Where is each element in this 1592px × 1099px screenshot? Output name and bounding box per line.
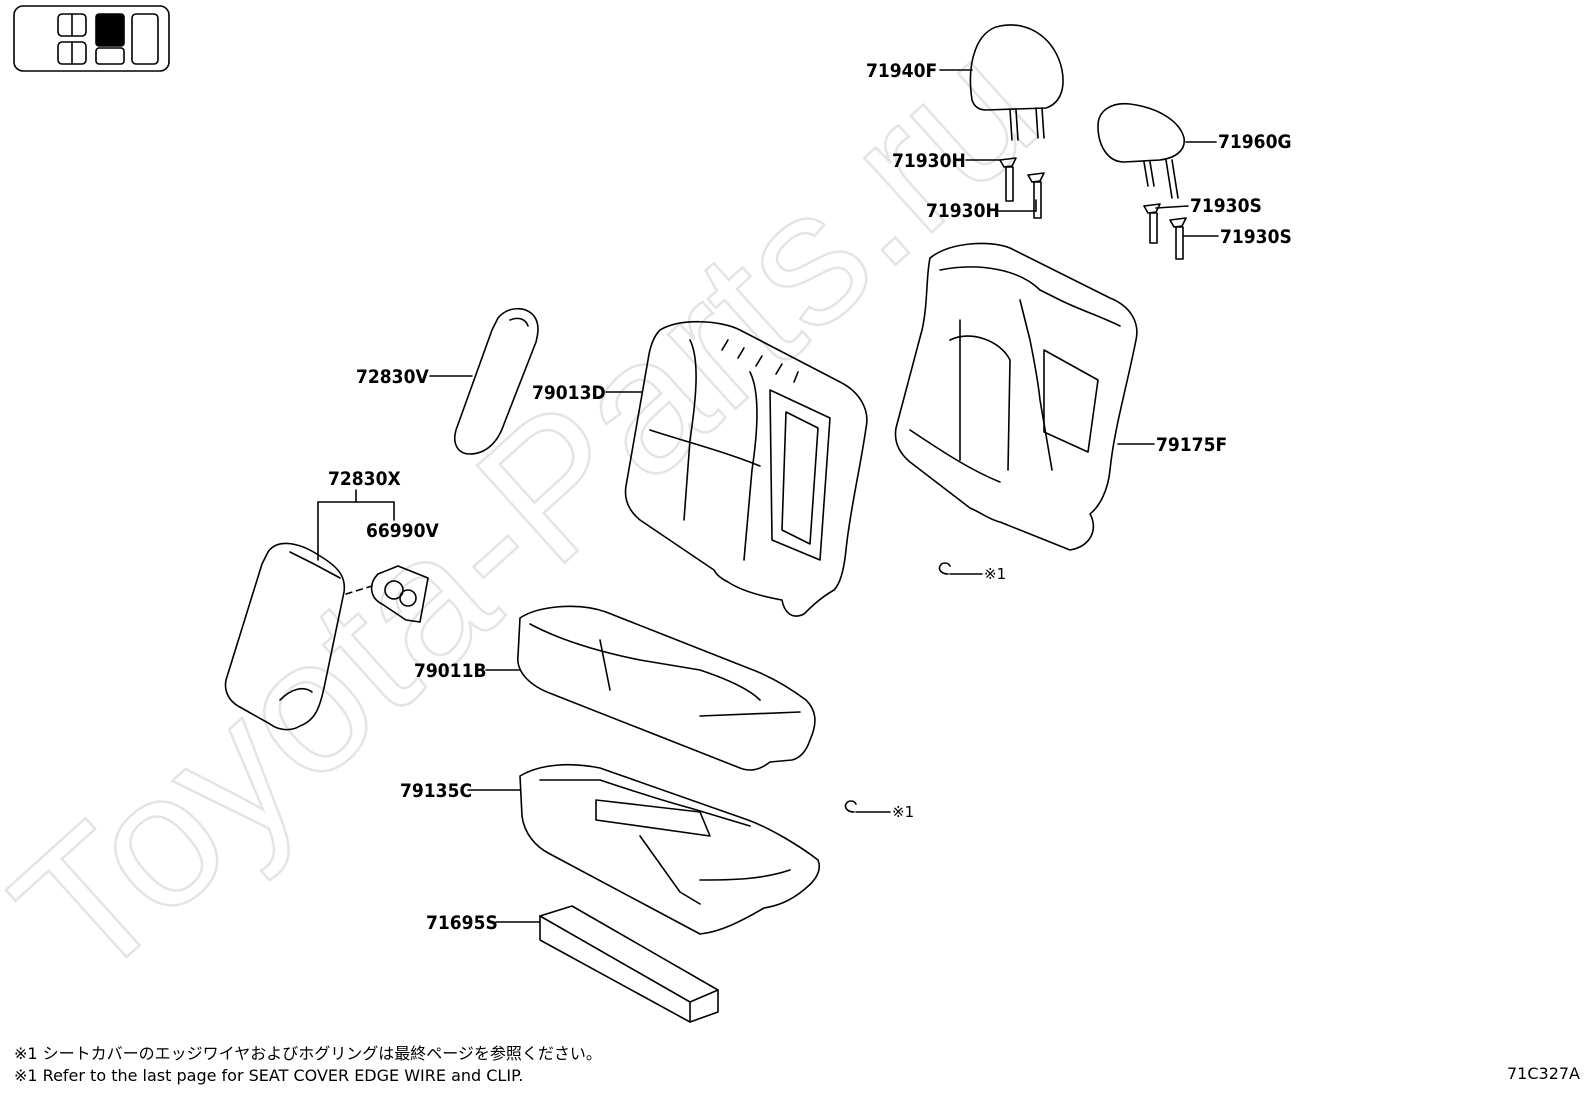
label-71930s-b: 71930S [1220,226,1292,248]
footnote-en: ※1 Refer to the last page for SEAT COVER… [14,1066,524,1085]
headrest-guide-71930h[interactable] [999,157,1045,219]
headrest-guide-71930s[interactable] [1143,203,1187,260]
label-79011b: 79011B [414,660,487,682]
label-71930h-a: 71930H [892,150,966,172]
label-79175f: 79175F [1156,434,1227,456]
ref-label-2: ※1 [892,803,914,821]
armrest-assy-72830x[interactable] [224,542,346,731]
cup-holder-66990v[interactable] [345,565,429,623]
seat-cushion-pad-79135c[interactable] [519,763,821,935]
seat-pad-71695s[interactable] [539,905,719,1023]
label-71940f: 71940F [866,60,937,82]
diagram-code: 71C327A [1506,1064,1580,1083]
clip-reference-symbol [844,562,983,813]
seat-cushion-cover-79011b[interactable] [517,605,816,771]
label-71930s-a: 71930S [1190,195,1262,217]
seatback-cover-79013d[interactable] [624,320,868,617]
label-71930h-b: 71930H [926,200,1000,222]
part-labels: 71940F 71930H 71930H 71960G 71930S 71930… [328,60,1292,934]
ref-label-1: ※1 [984,565,1006,583]
seat-position-icon [13,5,170,72]
headrest-71940f[interactable] [969,24,1064,141]
label-71960g: 71960G [1218,131,1292,153]
leader-lines [317,69,1219,923]
armrest-cover-72830v[interactable] [454,307,539,455]
label-79135c: 79135C [400,780,472,802]
label-79013d: 79013D [532,382,606,404]
seatback-pad-79175f[interactable] [894,242,1138,551]
label-72830v: 72830V [356,366,429,388]
headrest-71960g[interactable] [1097,102,1185,199]
label-71695s: 71695S [426,912,498,934]
footnote-jp: ※1 シートカバーのエッジワイヤおよびホグリングは最終ページを参照ください。 [14,1044,602,1063]
label-72830x: 72830X [328,468,401,490]
label-66990v: 66990V [366,520,439,542]
